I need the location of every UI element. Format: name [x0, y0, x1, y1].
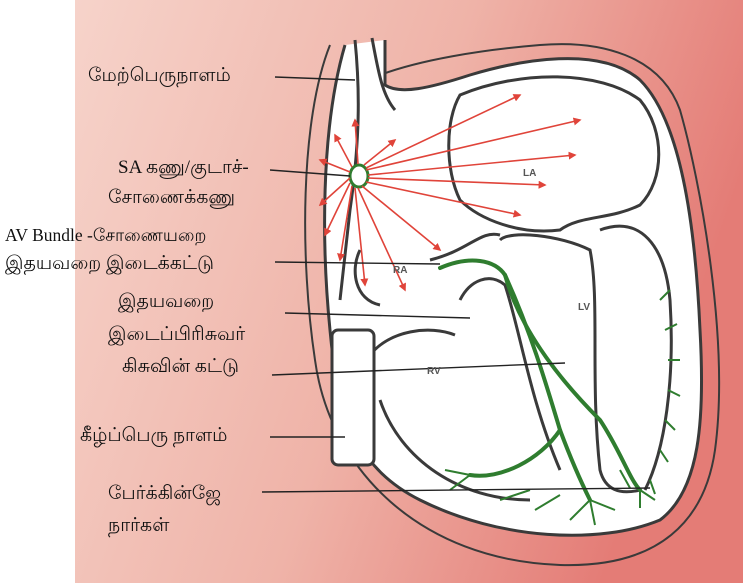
sa-node — [350, 165, 368, 187]
label-av-bundle-line2: இதயவறை இடைக்கட்டு — [5, 252, 214, 276]
label-bundle-of-his: கிசுவின் கட்டு — [122, 355, 239, 379]
label-purkinje-line1: பேர்க்கின்ஜே — [108, 482, 221, 506]
label-inferior-vena-cava: கீழ்ப்பெரு நாளம் — [80, 424, 227, 448]
label-septum-line2: இடைப்பிரிசுவர் — [108, 323, 245, 347]
chamber-label-ra: RA — [393, 265, 407, 276]
label-purkinje-line2: நார்கள் — [108, 514, 169, 538]
left-atrium — [449, 77, 659, 231]
label-sa-node-line1: SA கணு/குடாச்- — [118, 156, 249, 180]
label-superior-vena-cava: மேற்பெருநாளம் — [88, 64, 231, 88]
chamber-label-lv: LV — [578, 302, 590, 313]
label-septum-line1: இதயவறை — [118, 290, 214, 314]
chamber-label-la: LA — [523, 168, 536, 179]
chamber-label-rv: RV — [427, 366, 441, 377]
label-av-bundle-line1: AV Bundle -சோணையறை — [5, 225, 206, 247]
inferior-vena-cava — [332, 330, 374, 465]
label-sa-node-line2: சோணைக்கணு — [108, 186, 235, 210]
